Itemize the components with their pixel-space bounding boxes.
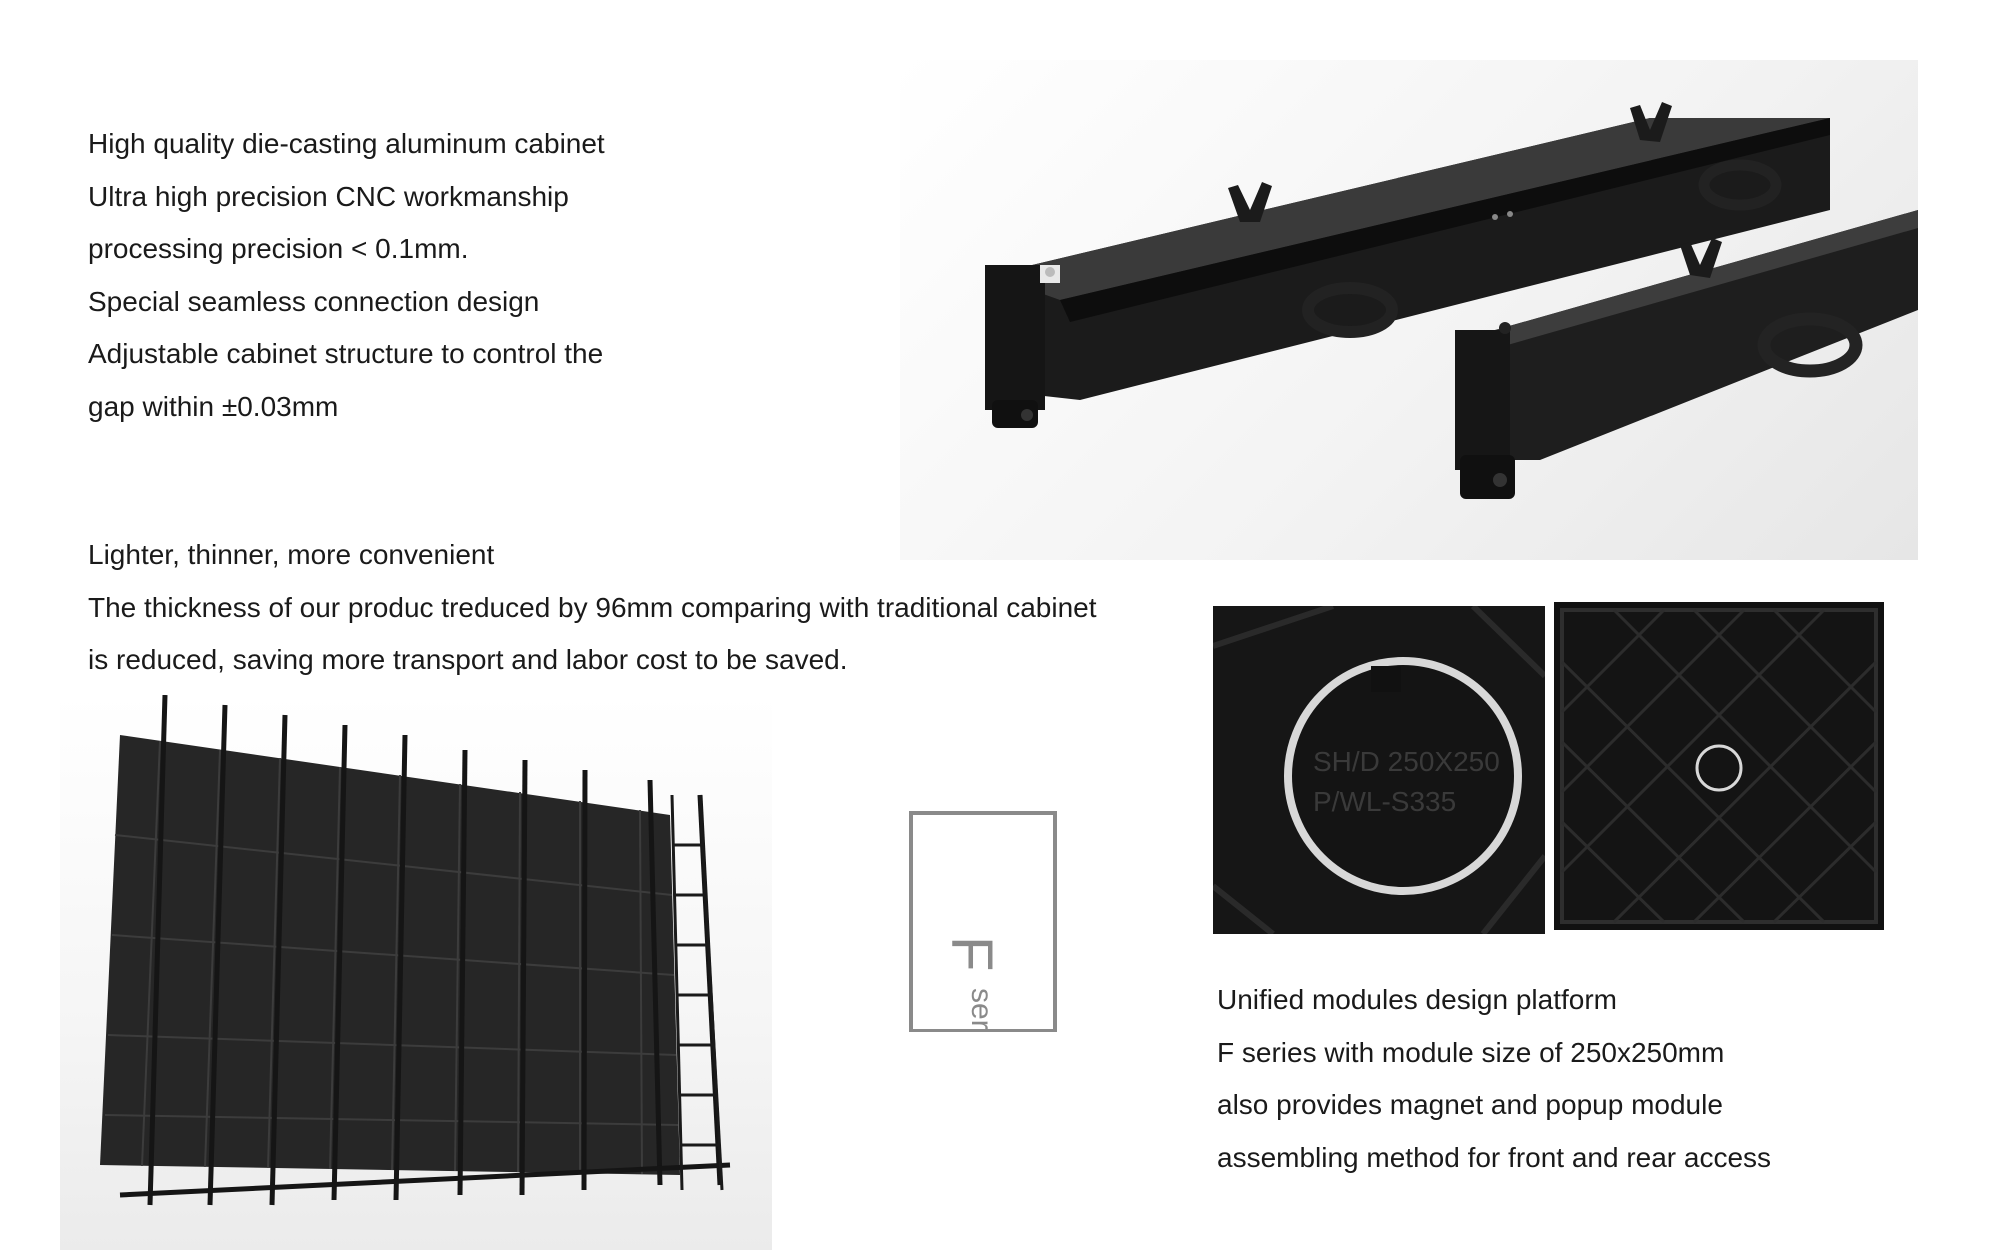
feature-line: processing precision < 0.1mm. <box>88 233 469 264</box>
f-series-badge: F series <box>908 810 1058 1068</box>
series-badge-frame <box>909 811 1057 1033</box>
f-series-logo: F series <box>909 811 1057 1068</box>
feature-line: Special seamless connection design <box>88 285 540 317</box>
side-ladder <box>670 794 724 1191</box>
back-beam <box>985 102 1830 428</box>
feature-line: High quality die-casting aluminum cabine… <box>88 128 605 159</box>
modules-line: Unified modules design platform <box>1217 984 1617 1015</box>
thin-design-line: The thickness of our produc treduced by … <box>88 591 1097 623</box>
series-word: series <box>965 988 998 1032</box>
center-ring <box>1695 744 1743 792</box>
series-letter: F <box>939 936 1004 971</box>
feature-line: Ultra high precision CNC workmanship <box>88 180 569 212</box>
modules-line: assembling method for front and rear acc… <box>1217 1141 1772 1173</box>
module-marking: P/WL-S335 <box>1313 786 1456 817</box>
modules-line: F series with module size of 250x250mm <box>1217 1036 1725 1068</box>
feature-line: Adjustable cabinet structure to control … <box>88 338 604 369</box>
module-closeup-photo: SH/D 250X250 P/WL-S335 <box>1213 606 1545 934</box>
led-wall-panels <box>100 735 680 1175</box>
module-marking: SH/D 250X250 <box>1313 746 1500 777</box>
modules-line: also provides magnet and popup module <box>1217 1089 1723 1120</box>
modules-text: Unified modules design platform F series… <box>1217 974 1771 1184</box>
cabinet-features-text: High quality die-casting aluminum cabine… <box>88 118 605 433</box>
magnet-ring <box>1284 657 1522 895</box>
cabinet-beam-illustration <box>985 102 1918 499</box>
thin-design-line: Lighter, thinner, more convenient <box>88 539 495 570</box>
front-beam <box>1455 210 1918 499</box>
support-trusses <box>119 695 731 1206</box>
module-magnet-illustration: SH/D 250X250 P/WL-S335 <box>1213 606 1545 934</box>
module-back-illustration <box>1560 608 1878 924</box>
module-back-photo <box>1554 602 1884 930</box>
cabinet-beam-photo <box>900 60 1918 560</box>
feature-line: gap within ±0.03mm <box>88 390 339 422</box>
thin-design-text: Lighter, thinner, more convenient The th… <box>88 529 1097 687</box>
thin-design-line: is reduced, saving more transport and la… <box>88 644 848 675</box>
led-wall-photo <box>60 695 772 1250</box>
led-wall-illustration <box>100 695 731 1206</box>
